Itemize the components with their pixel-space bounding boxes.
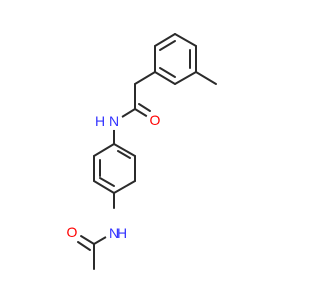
bond bbox=[195, 71, 217, 85]
bond bbox=[174, 71, 197, 85]
bond bbox=[93, 236, 107, 245]
nitrogen-atom-bottom: N bbox=[109, 225, 119, 241]
bond bbox=[93, 143, 115, 157]
bond bbox=[154, 33, 176, 47]
bond-double-inner bbox=[99, 177, 115, 187]
atom-background bbox=[146, 111, 164, 129]
bond bbox=[174, 33, 197, 47]
bond-double-inner bbox=[117, 150, 131, 159]
bond-double bbox=[77, 241, 91, 251]
bond-double-inner bbox=[159, 40, 176, 51]
atom-background bbox=[105, 112, 123, 130]
bond bbox=[113, 143, 136, 157]
oxygen-atom-top: O bbox=[150, 112, 161, 128]
molecule-structure: O N H N H O bbox=[63, 33, 217, 270]
bond bbox=[154, 71, 176, 85]
bond bbox=[121, 108, 136, 118]
hydrogen-label-top: H bbox=[95, 113, 105, 129]
bond-double bbox=[134, 108, 149, 118]
bond-double-inner bbox=[159, 67, 176, 78]
bond-double bbox=[80, 235, 95, 245]
bond bbox=[134, 71, 156, 85]
atom-background bbox=[63, 223, 81, 241]
bond bbox=[93, 180, 115, 194]
hydrogen-label-bottom: H bbox=[117, 225, 127, 241]
nitrogen-atom-top: N bbox=[109, 113, 119, 129]
atom-layer: O N H N H O bbox=[63, 111, 164, 242]
bond bbox=[113, 180, 136, 194]
atom-background bbox=[105, 224, 123, 242]
oxygen-atom-bottom: O bbox=[67, 224, 78, 240]
bond-layer bbox=[77, 33, 217, 270]
bond-double bbox=[138, 103, 151, 112]
